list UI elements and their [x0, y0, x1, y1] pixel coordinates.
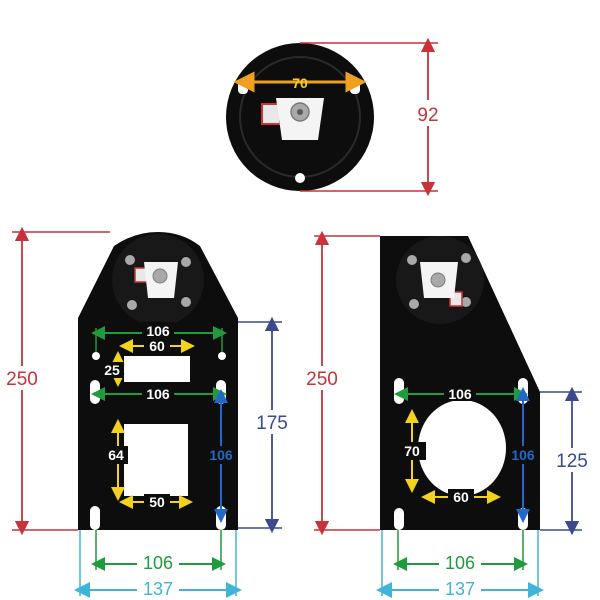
left-middle-spacing-label: 106: [146, 386, 170, 402]
right-bottom-spacing-label: 106: [445, 553, 475, 573]
right-slot-spacing-label: 106: [448, 386, 472, 402]
left-plate: 250 106 60 25 106 64 50 106: [2, 226, 292, 599]
left-lower-height-label: 175: [256, 413, 288, 434]
left-slot-bl: [90, 506, 100, 530]
right-opening: [418, 400, 506, 496]
left-upper-spacing-label: 106: [146, 323, 170, 339]
left-overall-width-label: 137: [143, 579, 173, 599]
left-height-label: 250: [6, 369, 38, 390]
left-hole-ur: [218, 352, 226, 360]
right-opening-width-label: 60: [453, 489, 469, 505]
right-slot-ml: [394, 378, 404, 404]
left-bottom-spacing-label: 106: [143, 553, 173, 573]
left-slot-top: [124, 356, 190, 382]
left-window-height-label: 64: [108, 447, 124, 463]
left-vertical-spacing-label: 106: [209, 447, 233, 463]
right-lower-height-label: 125: [556, 451, 588, 472]
left-window-width-label: 50: [149, 494, 165, 510]
left-hole-ul: [92, 352, 100, 360]
dim-diameter-label: 70: [292, 75, 308, 91]
left-window: [124, 424, 188, 496]
right-vertical-spacing-label: 106: [511, 447, 535, 463]
right-overall-width-label: 137: [445, 579, 475, 599]
motor-base-hole: [295, 173, 305, 183]
dim-height-label: 92: [417, 105, 438, 126]
right-plate: 250 106 70 60 106 125 106 137: [302, 230, 592, 599]
left-slot-width-label: 60: [149, 338, 165, 354]
right-height-label: 250: [306, 369, 338, 390]
top-view: 70 92: [226, 37, 446, 197]
left-slot-ml: [90, 380, 100, 404]
right-opening-height-label: 70: [404, 443, 420, 459]
right-slot-bl: [394, 508, 404, 530]
left-slot-height-label: 25: [104, 362, 120, 378]
